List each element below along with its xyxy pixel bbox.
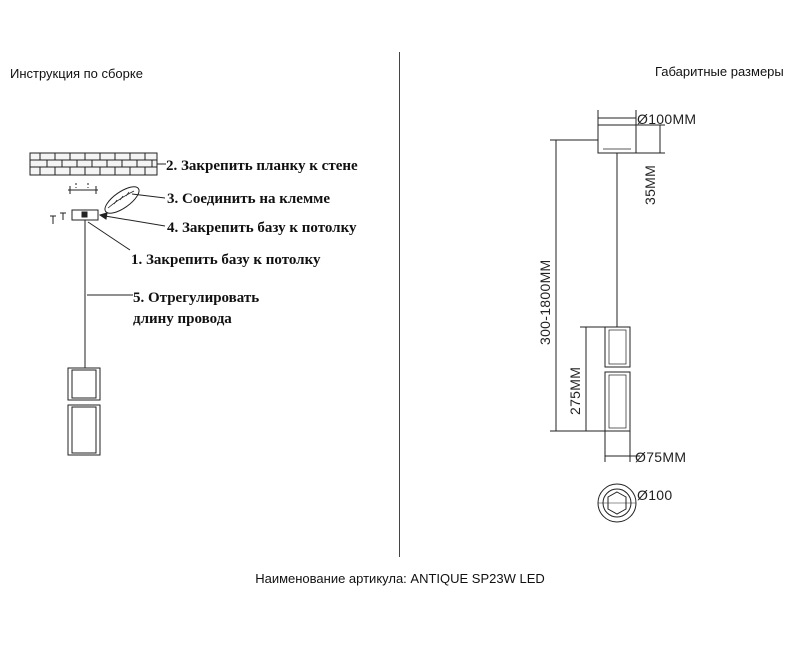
- assembly-instructions-title: Инструкция по сборке: [10, 66, 143, 81]
- overall-dimensions-title: Габаритные размеры: [655, 64, 784, 79]
- cable-length-dimension: 300-1800MM: [537, 260, 553, 346]
- step-2-label: 2. Закрепить планку к стене: [166, 158, 358, 174]
- vertical-divider: [399, 52, 400, 557]
- terminal-block: [104, 186, 140, 214]
- screws: [50, 212, 66, 224]
- shade-diameter-dimension: Ø75MM: [635, 449, 686, 465]
- product-name-footer: Наименование артикула: ANTIQUE SP23W LED: [255, 571, 545, 586]
- step-3-label: 3. Соединить на клемме: [167, 191, 330, 207]
- brick-ceiling: [29, 152, 158, 176]
- step-5-label-continued: длину провода: [133, 311, 232, 327]
- callout-lines: [87, 163, 166, 296]
- canopy-height-dimension: 35MM: [642, 165, 658, 205]
- step-5-label: 5. Отрегулировать: [133, 290, 259, 306]
- upper-shade: [604, 326, 631, 368]
- step-1-label: 1. Закрепить базу к потолку: [131, 252, 321, 268]
- mounting-bracket: [68, 183, 98, 194]
- lower-shade: [604, 371, 631, 432]
- canopy-diameter-dimension: Ø100MM: [637, 111, 696, 127]
- assembly-diagram: [29, 152, 166, 456]
- top-view: [597, 483, 637, 523]
- shade-height-dimension: 275MM: [567, 367, 583, 415]
- dimension-drawing: [550, 110, 665, 523]
- step-4-label: 4. Закрепить базу к потолку: [167, 220, 357, 236]
- pendant-shades: [67, 367, 101, 456]
- top-view-diameter-dimension: Ø100: [637, 487, 672, 503]
